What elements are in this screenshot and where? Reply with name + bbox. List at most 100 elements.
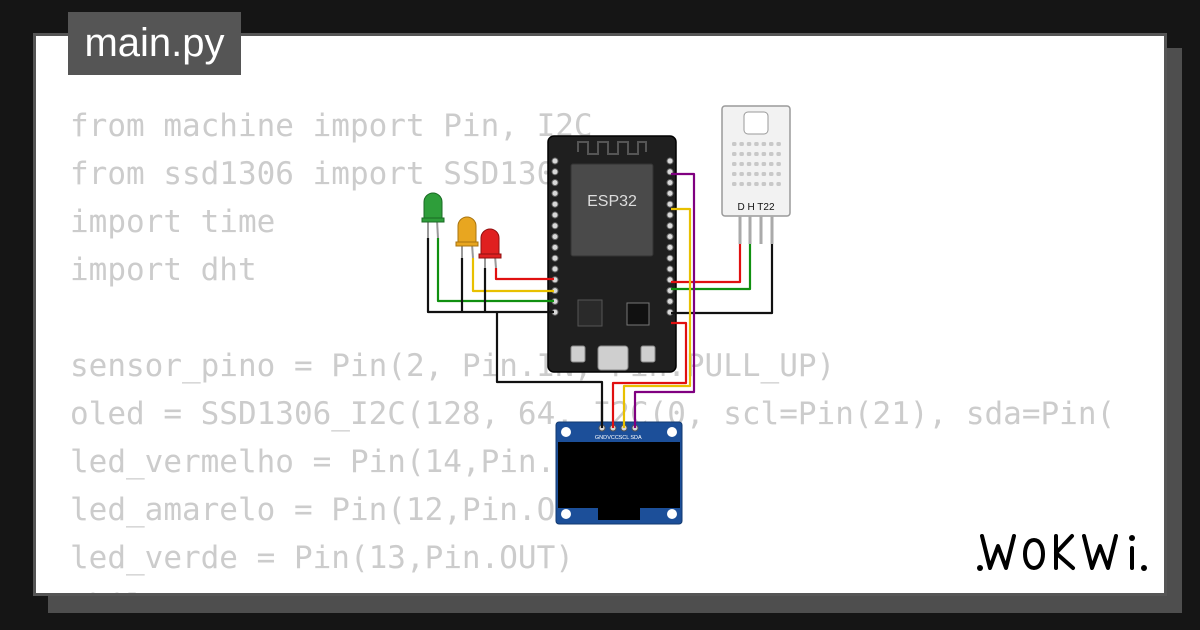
dht22-grille-slot [754,152,759,156]
esp32-pin [551,265,559,273]
code-line-11: while True: [70,582,1115,593]
oled-screen [558,442,680,508]
esp32-pin [666,211,674,219]
esp32-pin [551,211,559,219]
dht22-grille-slot [739,152,744,156]
code-line-1: from machine import Pin, I2C [70,108,593,144]
dht22-grille-slot [739,142,744,146]
esp32-pin [666,200,674,208]
wire-oled-scl [622,207,692,428]
dht22-grille-slot [732,172,737,176]
dht22-grille-slot [776,172,781,176]
esp32-label: ESP32 [587,193,637,210]
dht22-grille-slot [761,162,767,166]
esp32-pin [551,200,559,208]
esp32-pin [666,297,674,305]
dht22-grille-slot [761,182,767,186]
oled-pin-label-gnd: GND [595,435,607,441]
wire-red-led [494,268,554,281]
dht22-grille-slot [769,172,774,176]
filename-tab[interactable]: main.py [68,12,241,75]
dht22-mount-hole [743,111,769,135]
esp32-board: ESP32 [547,135,677,373]
wire-dht-vcc [671,244,742,284]
esp32-pin [551,168,559,176]
esp32-pin [551,189,559,197]
dht22-grille-slot [769,162,774,166]
dht22-grille-slot [776,182,781,186]
esp32-reset-button [640,345,656,363]
esp32-antenna [577,141,647,155]
wire-oled-gnd [495,312,604,428]
dht22-grille-slot [739,182,744,186]
oled-mount-hole [667,427,677,437]
wokwi-logo [977,534,1147,571]
dht22-grille-slot [746,162,752,166]
esp32-pin [666,189,674,197]
wire-oled-sda [633,172,696,428]
esp32-pin [666,157,674,165]
esp32-right-pins [666,157,674,316]
dht22-grille-slot [769,182,774,186]
oled-ribbon [598,508,640,520]
dht22-grille-slot [746,182,752,186]
esp32-pin [666,233,674,241]
oled-mount-hole [667,509,677,519]
dht22-grille-slot [754,162,759,166]
esp32-usb-chip [626,302,650,326]
esp32-pin [666,222,674,230]
dht22-legs [738,216,774,244]
dht22-grille-slot [769,152,774,156]
wire-yellow-led [471,258,554,293]
dht22-grille-slot [732,152,737,156]
led-green [421,192,445,239]
led-red [478,228,502,269]
dht22-grille [732,142,781,186]
esp32-boot-button [570,345,586,363]
esp32-pin [551,233,559,241]
esp32-pin [551,222,559,230]
dht22-grille-slot [746,142,752,146]
dht22-grille-slot [776,152,781,156]
esp32-pin [551,254,559,262]
wire-dht-data [671,244,752,291]
dht22-grille-slot [776,142,781,146]
dht22-grille-slot [754,182,759,186]
dht22-grille-slot [761,152,767,156]
dht22-grille-slot [732,182,737,186]
dht22-sensor: D H T22 [721,105,791,244]
wire-dht-gnd [671,244,774,315]
oled-mount-hole [561,427,571,437]
dht22-grille-slot [761,142,767,146]
esp32-pin [666,243,674,251]
dht22-grille-slot [732,162,737,166]
dht22-grille-slot [739,162,744,166]
oled-pin-label-vcc: VCC [607,435,619,441]
code-line-10: led_verde = Pin(13,Pin.OUT) [70,540,574,576]
esp32-module [570,163,654,257]
esp32-pin [666,265,674,273]
dht22-grille-slot [776,162,781,166]
esp32-pin [551,157,559,165]
wire-oled-vcc [611,321,688,428]
oled-pin-label-sda: SDA [630,435,642,441]
esp32-regulator [577,299,603,327]
led-yellow [455,216,479,259]
esp32-left-pins [551,157,559,316]
esp32-pin [551,179,559,187]
dht22-grille-slot [732,142,737,146]
code-line-3: import time [70,204,276,240]
oled-display: GND VCC SCL SDA [555,421,683,525]
esp32-pin [666,254,674,262]
esp32-pin [666,179,674,187]
code-line-4: import dht [70,252,257,288]
dht22-grille-slot [754,142,759,146]
dht22-grille-slot [739,172,744,176]
dht22-grille-slot [746,152,752,156]
oled-pin-label-scl: SCL [619,435,630,441]
oled-mount-hole [561,509,571,519]
dht22-label: D H T22 [737,202,774,213]
esp32-pin [551,243,559,251]
esp32-usb-port [597,345,629,371]
